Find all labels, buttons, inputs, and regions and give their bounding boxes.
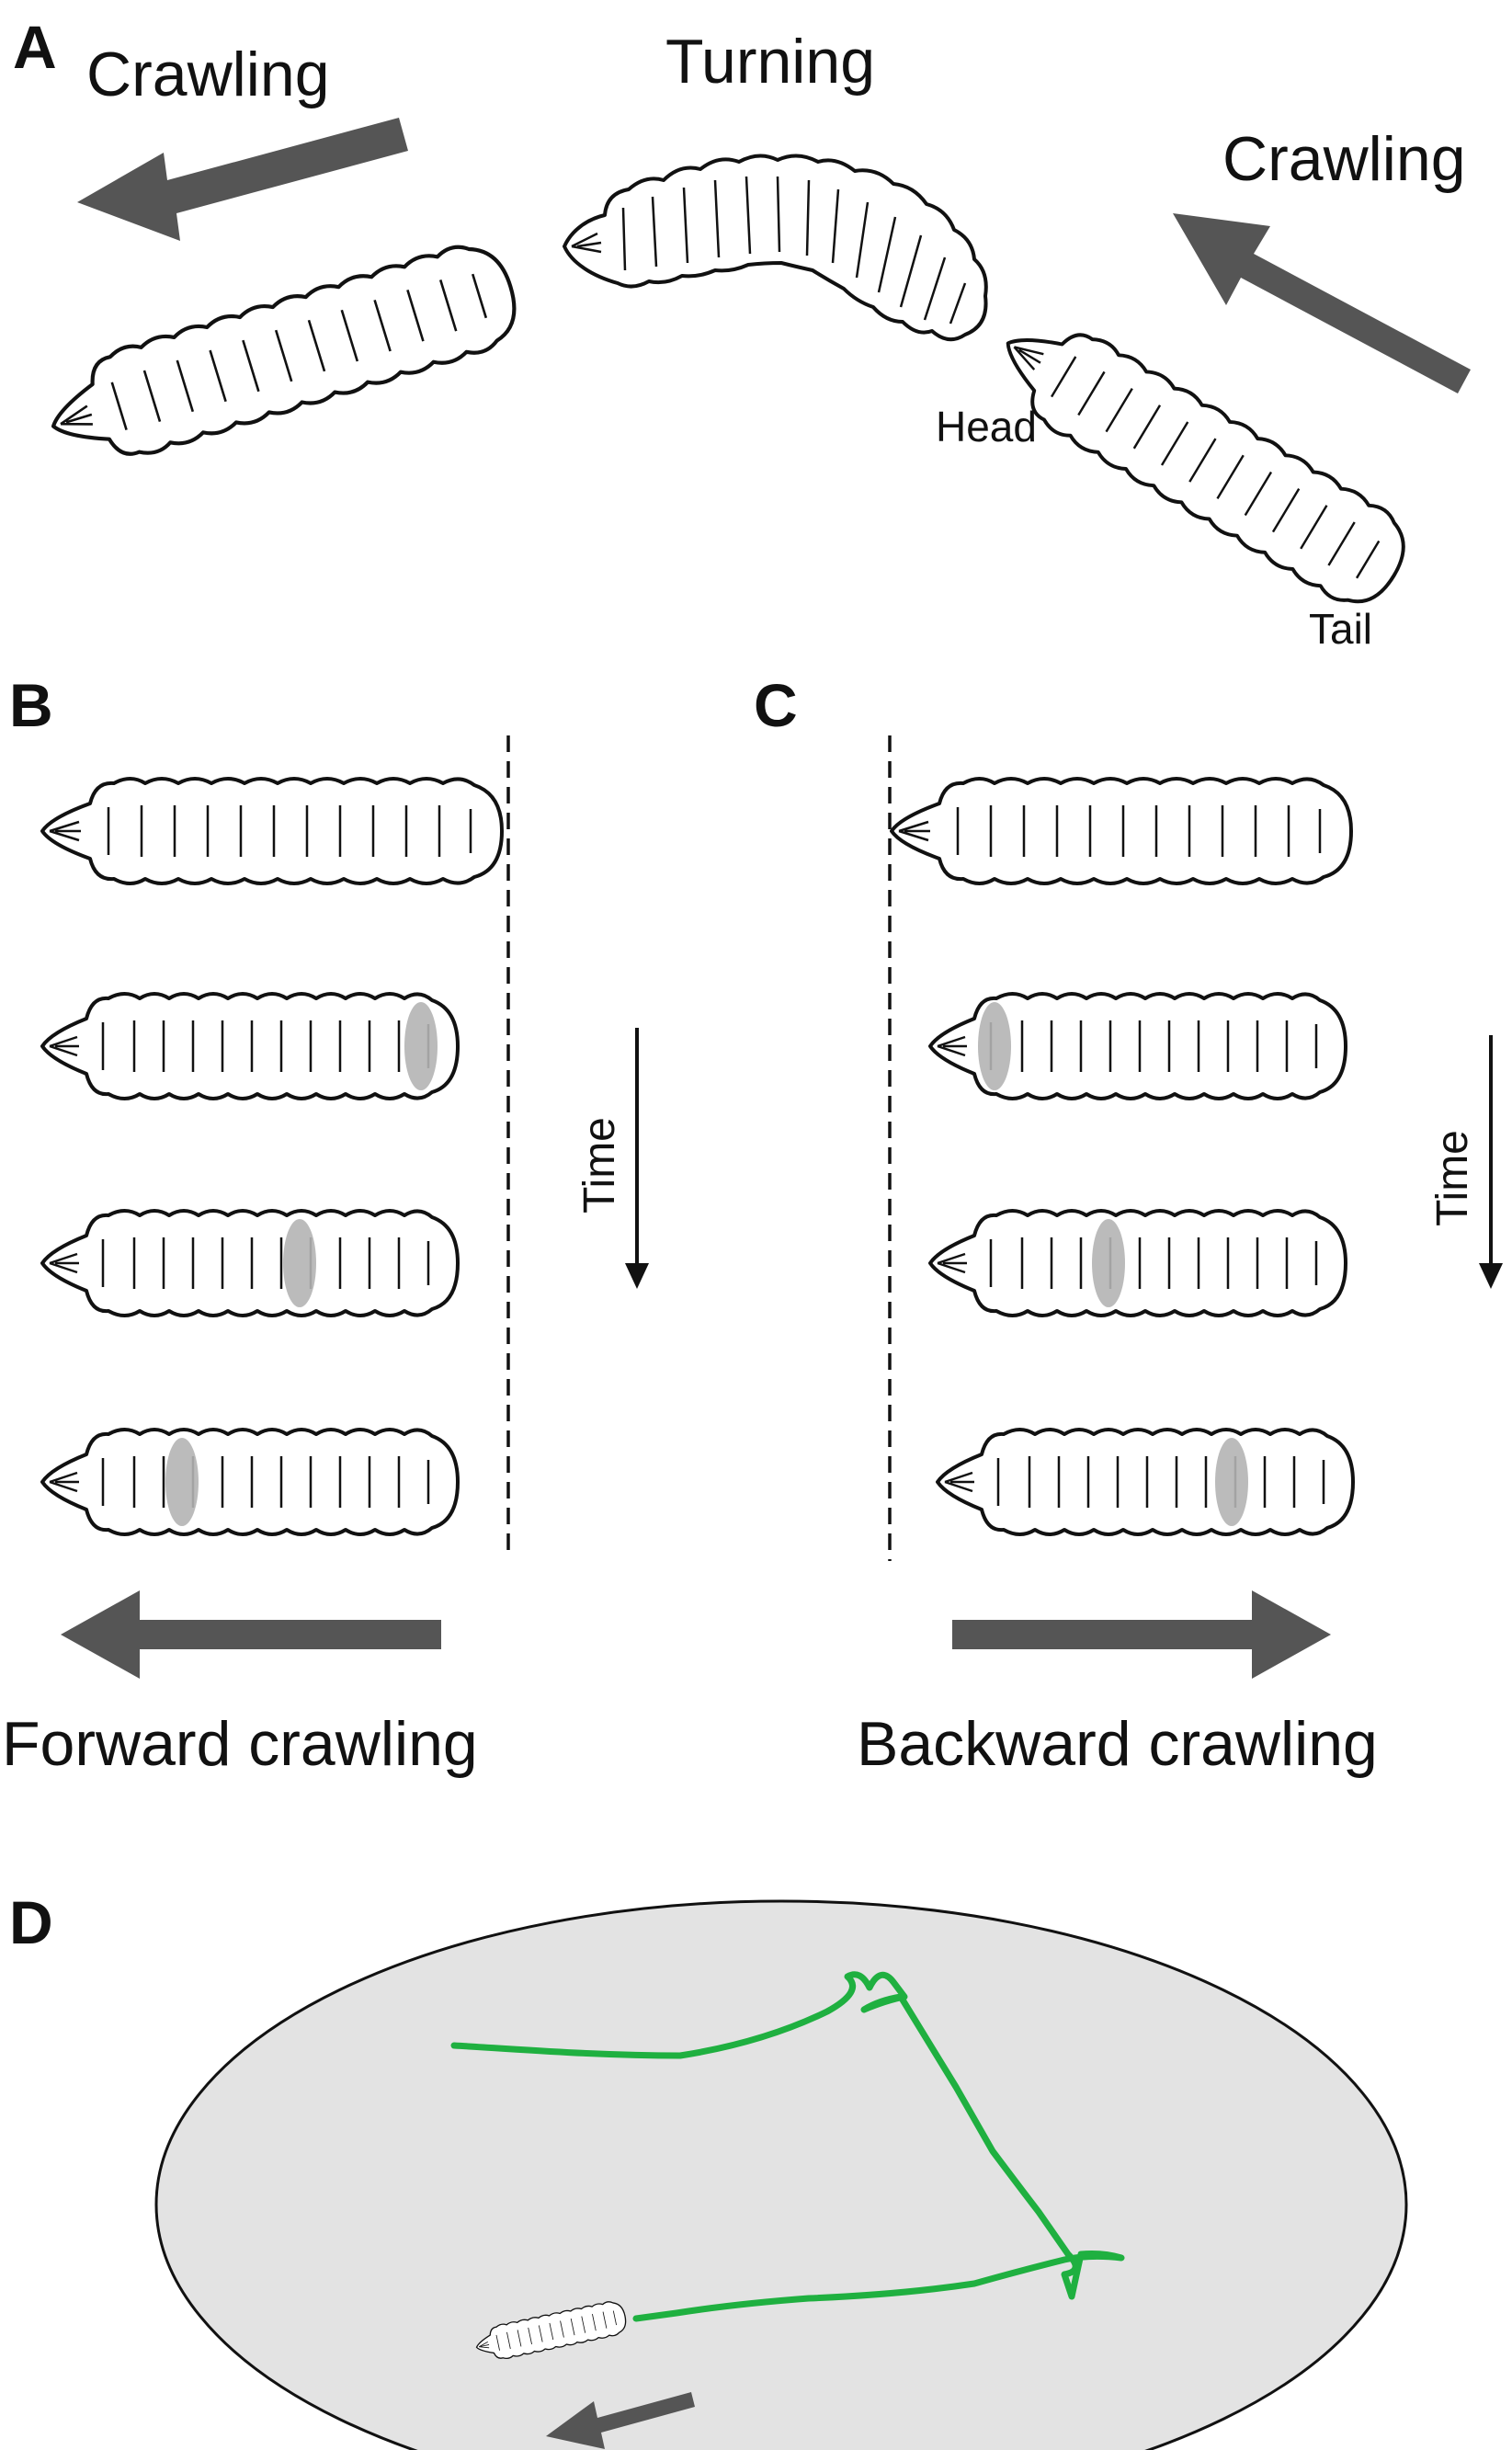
crawling-left-label: Crawling bbox=[86, 40, 330, 109]
arena bbox=[154, 1899, 1408, 2450]
crawling-right-arrow-icon bbox=[1173, 213, 1471, 393]
larva-icon bbox=[40, 1209, 460, 1317]
contraction-wave bbox=[404, 1002, 438, 1090]
contraction-wave bbox=[1215, 1438, 1248, 1526]
larva-icon bbox=[563, 154, 988, 342]
contraction-wave bbox=[165, 1438, 199, 1526]
larva-icon bbox=[890, 777, 1353, 885]
forward-crawling-label: Forward crawling bbox=[2, 1709, 478, 1779]
crawling-right-label: Crawling bbox=[1222, 124, 1466, 194]
forward-arrow-icon bbox=[61, 1590, 441, 1679]
tail-label: Tail bbox=[1309, 605, 1372, 653]
contraction-wave bbox=[1092, 1219, 1125, 1307]
larva-icon bbox=[928, 1209, 1347, 1317]
time-arrow-icon bbox=[625, 1028, 649, 1289]
direction-arrow-icon bbox=[546, 2392, 695, 2449]
panel-d-letter: D bbox=[9, 1888, 53, 1956]
larva-icon bbox=[936, 1428, 1355, 1536]
larva-icon bbox=[928, 992, 1347, 1100]
larva-icon bbox=[979, 297, 1423, 621]
larva-icon bbox=[40, 777, 504, 885]
panel-b-letter: B bbox=[9, 671, 53, 739]
crawling-left-arrow-icon bbox=[77, 118, 408, 241]
time-label: Time bbox=[1428, 1130, 1477, 1226]
backward-arrow-icon bbox=[952, 1590, 1331, 1679]
panel-c-letter: C bbox=[754, 671, 798, 739]
time-label: Time bbox=[575, 1117, 624, 1214]
panel-a-letter: A bbox=[13, 13, 57, 81]
turning-label: Turning bbox=[665, 27, 875, 97]
backward-crawling-label: Backward crawling bbox=[857, 1709, 1378, 1779]
contraction-wave bbox=[978, 1002, 1011, 1090]
larva-icon bbox=[40, 992, 460, 1100]
time-arrow-icon bbox=[1479, 1035, 1503, 1289]
contraction-wave bbox=[283, 1219, 316, 1307]
larva-icon bbox=[38, 234, 527, 478]
larva-track bbox=[450, 1971, 1125, 2322]
head-label: Head bbox=[936, 403, 1037, 450]
larva-icon bbox=[40, 1428, 460, 1536]
